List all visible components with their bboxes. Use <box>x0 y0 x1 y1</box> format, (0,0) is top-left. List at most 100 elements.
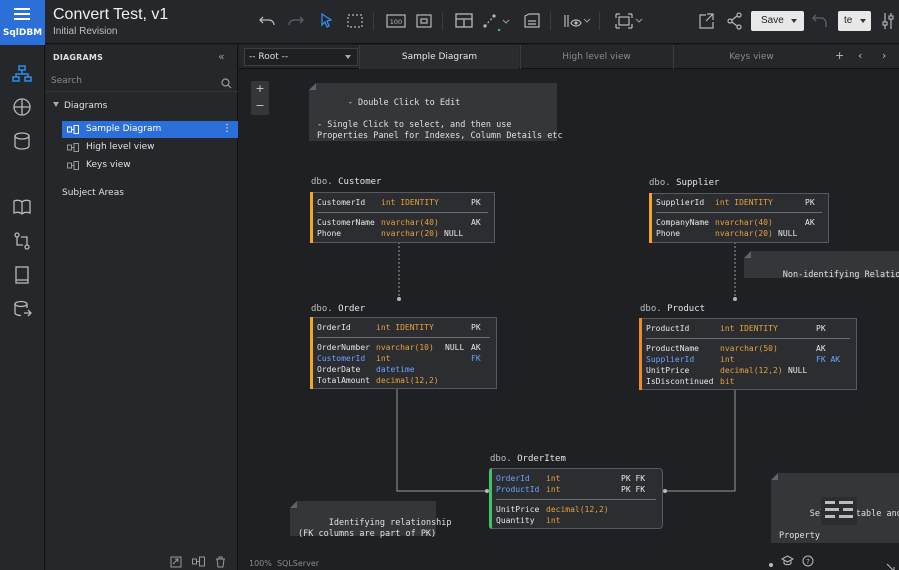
relationship-end-dot <box>733 297 737 301</box>
undo-icon[interactable] <box>258 10 276 32</box>
tree-root-label: Diagrams <box>64 101 108 111</box>
table-name: Order <box>338 304 366 314</box>
properties-note[interactable]: Select a table and use Property To chang… <box>771 473 899 543</box>
pk-divider <box>656 212 822 213</box>
column-type: nvarchar(20) <box>381 229 439 238</box>
column-key: AK <box>471 343 481 352</box>
tree-item-high-level-view[interactable]: High level view <box>62 139 238 156</box>
column-name: TotalAmount <box>317 376 370 385</box>
tree-item-keys-view[interactable]: Keys view <box>62 157 238 174</box>
column-type: int IDENTITY <box>376 323 434 332</box>
add-relationship-icon[interactable] <box>482 10 510 32</box>
view-mode-icon[interactable] <box>562 10 592 32</box>
column-name: Phone <box>656 229 681 238</box>
table-title-customer[interactable]: dbo. Customer <box>311 177 381 187</box>
table-color-bar <box>310 192 313 243</box>
subject-areas-label[interactable]: Subject Areas <box>62 188 124 198</box>
help-icon[interactable]: ? <box>802 552 814 570</box>
zoom-in-button[interactable]: + <box>255 82 265 95</box>
trash-icon[interactable] <box>215 553 226 570</box>
column-type: int <box>376 354 391 363</box>
zoom-100-icon[interactable]: 100 <box>386 10 406 32</box>
tab-high-level-view[interactable]: High level view <box>520 45 672 69</box>
user-menu-button[interactable]: te <box>838 11 871 31</box>
sliders-icon[interactable] <box>881 10 895 32</box>
column-key: PK FK <box>621 474 646 483</box>
compare-icon[interactable] <box>12 231 32 251</box>
non-identifying-note[interactable]: Non-identifying Relationship <box>744 251 899 280</box>
header-bar: Convert Test, v1 Initial Revision 100 <box>45 0 899 44</box>
main-menu-button[interactable]: SqlDBM <box>0 0 45 45</box>
graduation-cap-icon[interactable] <box>780 552 795 570</box>
column-type: decimal(12,2) <box>546 505 609 514</box>
add-tab-icon[interactable]: + <box>835 49 845 62</box>
resize-handle-icon[interactable] <box>885 557 895 570</box>
share-icon[interactable] <box>726 10 744 32</box>
collapse-panel-icon[interactable]: « <box>218 50 225 63</box>
column-name: CustomerId <box>317 354 366 363</box>
tab-keys-view[interactable]: Keys view <box>673 45 829 69</box>
add-table-icon[interactable] <box>454 10 474 32</box>
left-rail: SqlDBM <box>0 0 45 570</box>
table-schema: dbo. <box>649 178 671 188</box>
project-title: Convert Test, v1 <box>53 6 169 23</box>
revert-icon[interactable] <box>811 10 829 32</box>
diagram-canvas[interactable]: + − - Double Click to Edit - Single Clic… <box>239 69 899 570</box>
book-icon[interactable] <box>12 197 32 217</box>
tree-root-diagrams[interactable]: Diagrams <box>53 101 107 111</box>
search-input[interactable] <box>51 73 211 89</box>
database-icon[interactable] <box>12 131 32 151</box>
column-null: NULL <box>778 229 798 238</box>
chevron-down-icon <box>791 19 797 26</box>
order-orderitem-relationship[interactable] <box>396 389 487 492</box>
chevron-left-icon[interactable]: ‹ <box>858 49 863 62</box>
chevron-right-icon[interactable]: › <box>882 49 887 62</box>
note-text: - Double Click to Edit - Single Click to… <box>317 98 563 141</box>
search-icon[interactable] <box>221 74 232 93</box>
toolbar-separator <box>442 12 443 30</box>
open-external-icon[interactable] <box>697 10 715 32</box>
pointer-icon[interactable] <box>318 10 334 32</box>
database-export-icon[interactable] <box>12 299 32 319</box>
help-note[interactable]: - Double Click to Edit - Single Click to… <box>309 83 563 141</box>
table-title-supplier[interactable]: dbo. Supplier <box>649 178 719 188</box>
more-options-icon[interactable]: ⋮ <box>222 123 232 134</box>
column-name: UnitPrice <box>496 505 540 514</box>
toolbar-separator <box>373 12 374 30</box>
fit-screen-icon[interactable] <box>415 10 433 32</box>
marquee-select-icon[interactable] <box>346 10 364 32</box>
add-note-icon[interactable] <box>523 10 541 32</box>
database-type: SQLServer <box>276 559 320 568</box>
table-title-order[interactable]: dbo. Order <box>311 304 365 314</box>
report-icon[interactable] <box>12 265 32 285</box>
table-grid-icon[interactable] <box>12 97 32 117</box>
table-title-product[interactable]: dbo. Product <box>640 304 705 314</box>
auto-layout-icon[interactable] <box>614 10 644 32</box>
toolbar-separator <box>599 12 600 30</box>
diagram-view-icon[interactable] <box>192 553 205 570</box>
redo-icon[interactable] <box>287 10 305 32</box>
table-color-bar <box>489 468 492 529</box>
column-type: int <box>546 516 561 525</box>
table-name: Customer <box>338 177 382 187</box>
save-button[interactable]: Save <box>751 11 804 31</box>
tree-item-sample-diagram[interactable]: Sample Diagram ⋮ <box>62 121 238 138</box>
table-title-orderitem[interactable]: dbo. OrderItem <box>490 454 566 464</box>
add-diagram-icon[interactable] <box>170 553 182 570</box>
zoom-out-button[interactable]: − <box>255 99 265 112</box>
identifying-note[interactable]: Identifying relationship (FK columns are… <box>290 501 452 539</box>
toolbar-separator <box>550 12 551 30</box>
column-key: PK FK <box>621 485 646 494</box>
tab-sample-diagram[interactable]: Sample Diagram <box>359 45 519 69</box>
relationship-end-dot <box>485 489 489 493</box>
product-orderitem-relationship[interactable] <box>665 389 736 492</box>
root-select[interactable]: -- Root -- <box>244 48 358 66</box>
column-name: OrderNumber <box>317 343 370 352</box>
column-type: int <box>546 485 561 494</box>
diagram-icon[interactable] <box>12 64 32 84</box>
